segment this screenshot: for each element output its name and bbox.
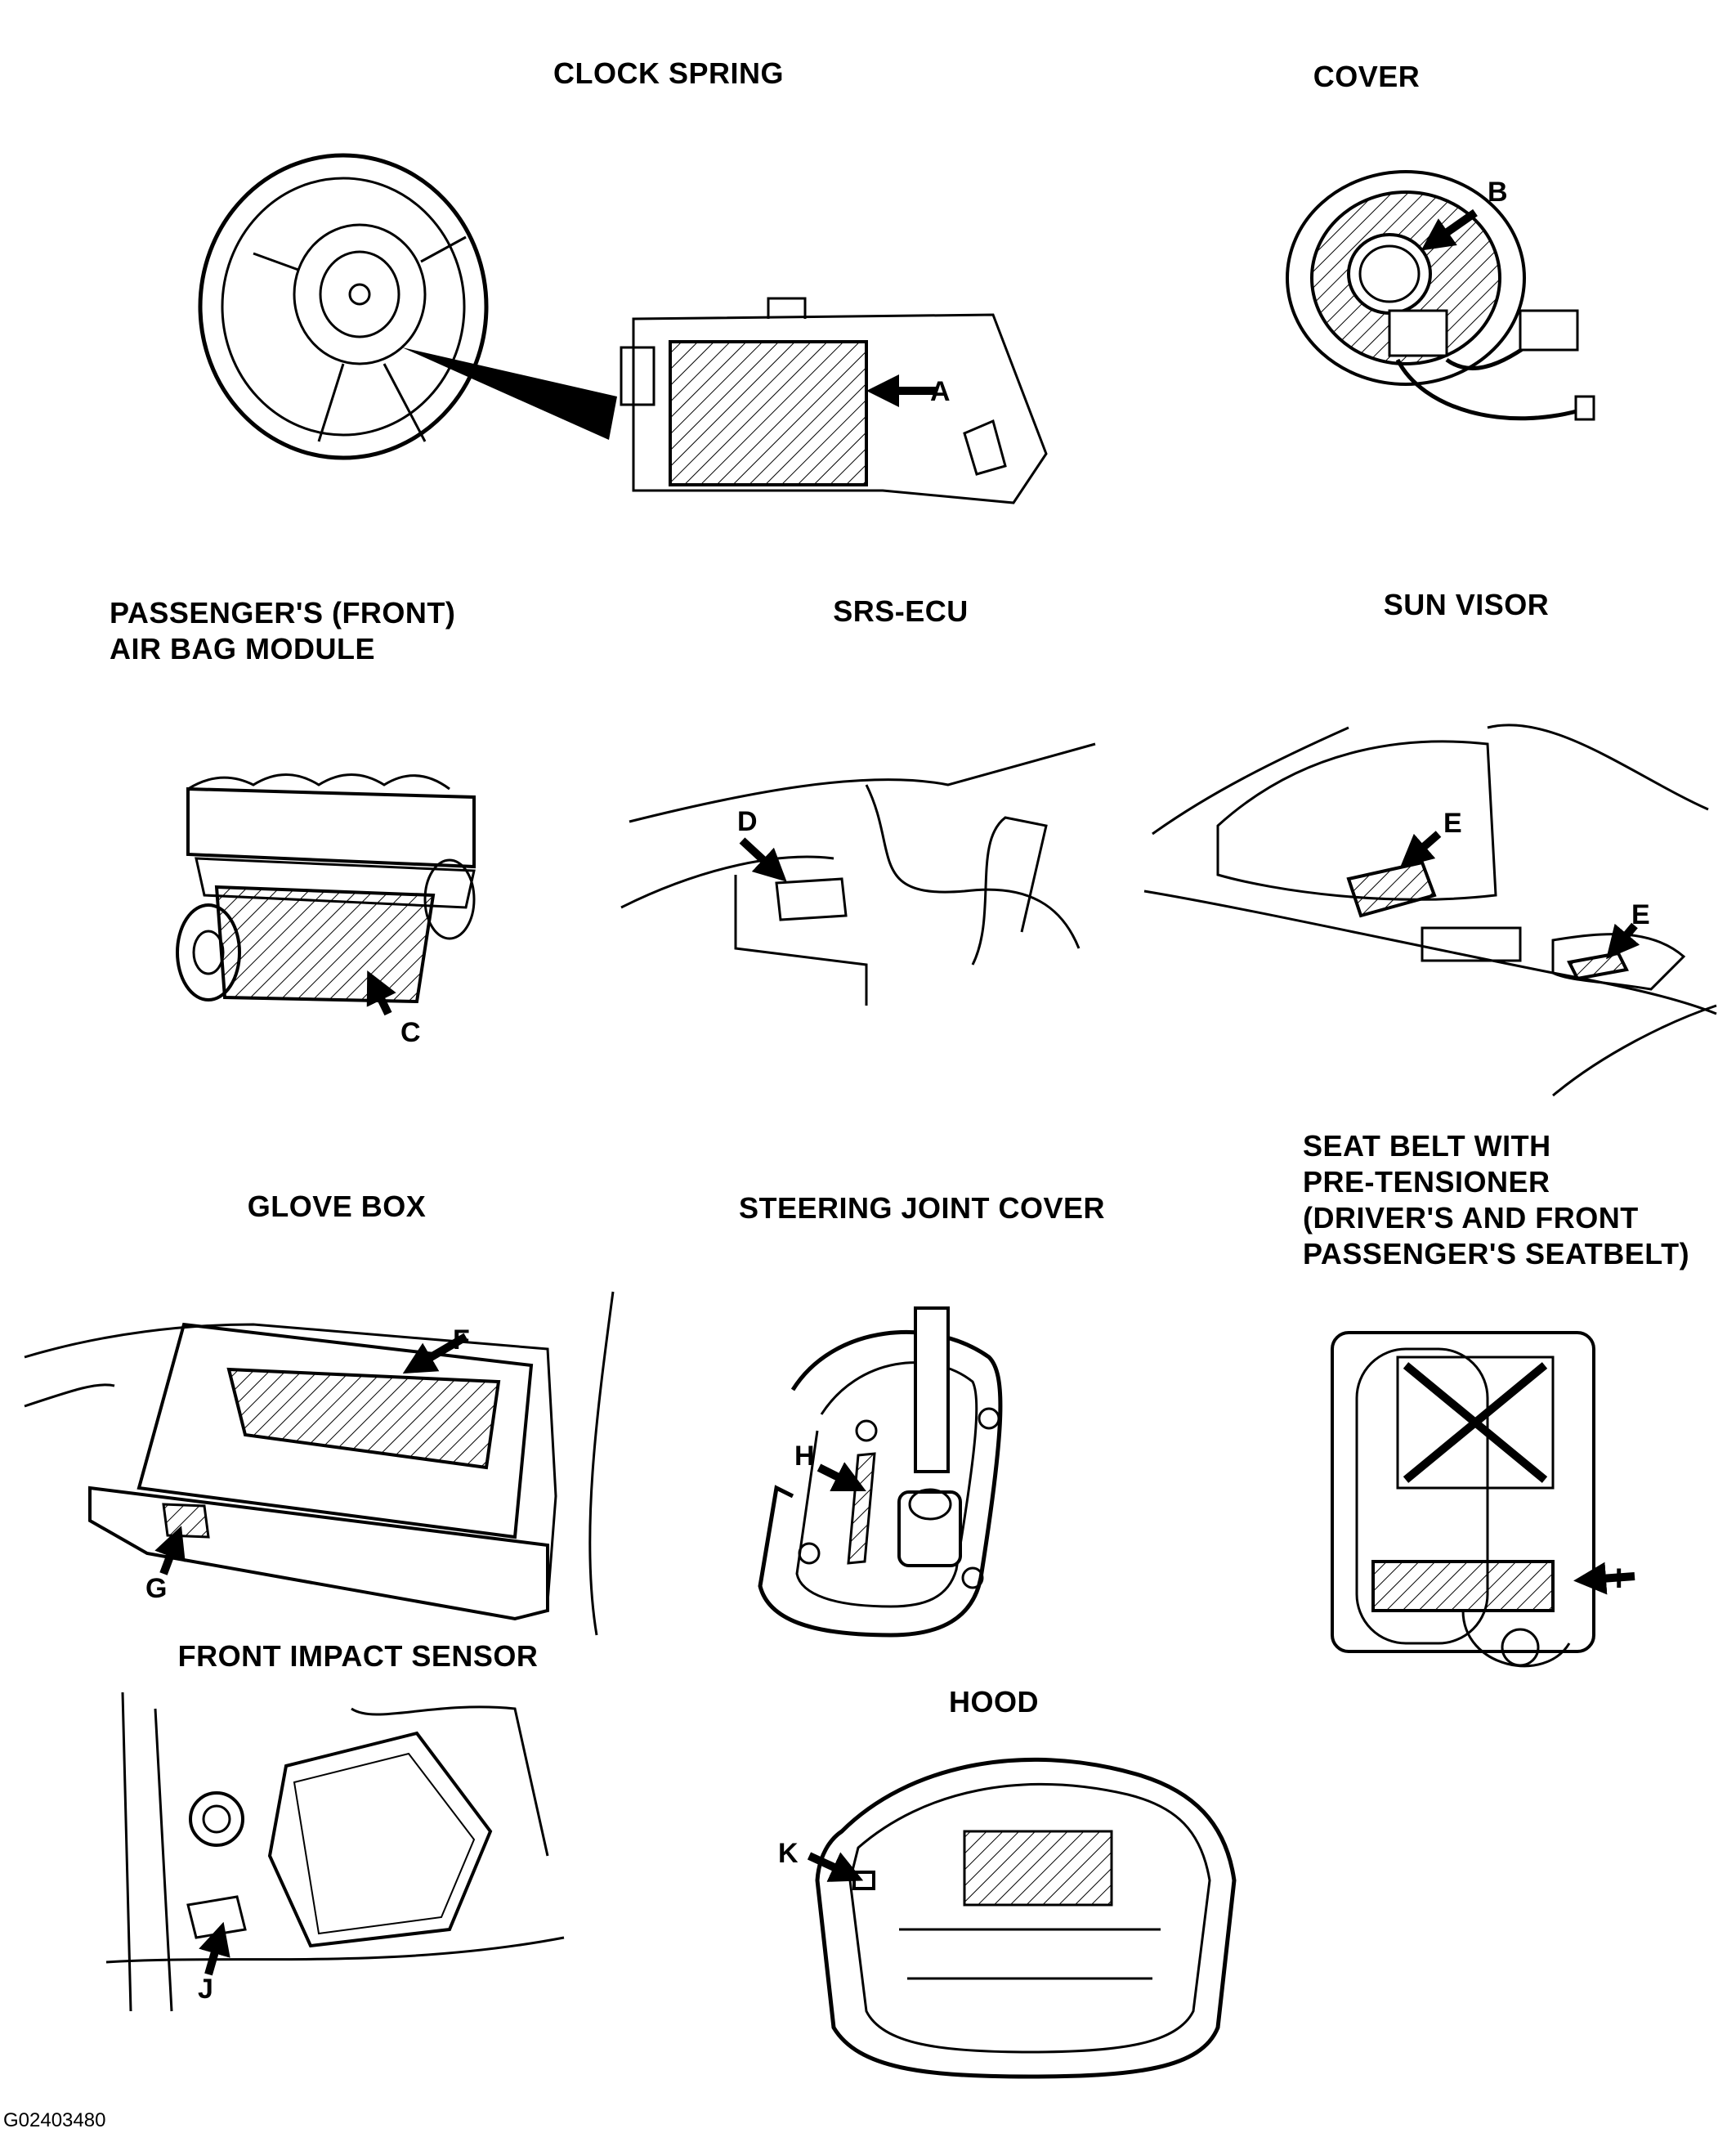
glove-box-title: GLOVE BOX	[247, 1190, 427, 1223]
steering-joint-cover-illustration	[744, 1308, 1054, 1651]
callout-a: A	[930, 376, 951, 407]
clock-spring-illustration	[196, 131, 1054, 540]
cover-title: COVER	[1313, 60, 1421, 93]
seat-belt-illustration	[1308, 1316, 1651, 1692]
callout-i: I	[1615, 1563, 1623, 1594]
front-impact-sensor-illustration	[106, 1692, 564, 2011]
hood-title: HOOD	[949, 1685, 1039, 1719]
cover-illustration	[1275, 164, 1618, 441]
srs-ecu-illustration	[621, 719, 1095, 1030]
callout-h: H	[794, 1441, 815, 1472]
passenger-airbag-title: PASSENGER'S (FRONT) AIR BAG MODULE	[110, 596, 456, 665]
front-impact-sensor-title: FRONT IMPACT SENSOR	[177, 1639, 539, 1673]
glove-box-illustration	[25, 1292, 646, 1635]
callout-g: G	[145, 1573, 168, 1604]
callout-f: F	[453, 1324, 470, 1356]
callout-e-lower: E	[1631, 899, 1650, 930]
passenger-airbag-illustration	[172, 752, 515, 1030]
figure-code: G02403480	[3, 2109, 106, 2131]
srs-ecu-title: SRS-ECU	[833, 594, 969, 628]
steering-joint-cover-title: STEERING JOINT COVER	[738, 1191, 1106, 1225]
seat-belt-title: SEAT BELT WITH PRE-TENSIONER (DRIVER'S A…	[1303, 1129, 1690, 1270]
callout-j: J	[198, 1974, 213, 2005]
hood-illustration	[809, 1733, 1251, 2085]
callout-b: B	[1488, 177, 1508, 208]
sun-visor-title: SUN VISOR	[1383, 588, 1550, 621]
callout-e-upper: E	[1443, 808, 1462, 839]
clock-spring-title: CLOCK SPRING	[553, 56, 785, 90]
callout-d: D	[737, 806, 758, 837]
callout-c: C	[400, 1017, 421, 1048]
sun-visor-illustration	[1144, 711, 1716, 1096]
callout-k: K	[778, 1838, 799, 1869]
